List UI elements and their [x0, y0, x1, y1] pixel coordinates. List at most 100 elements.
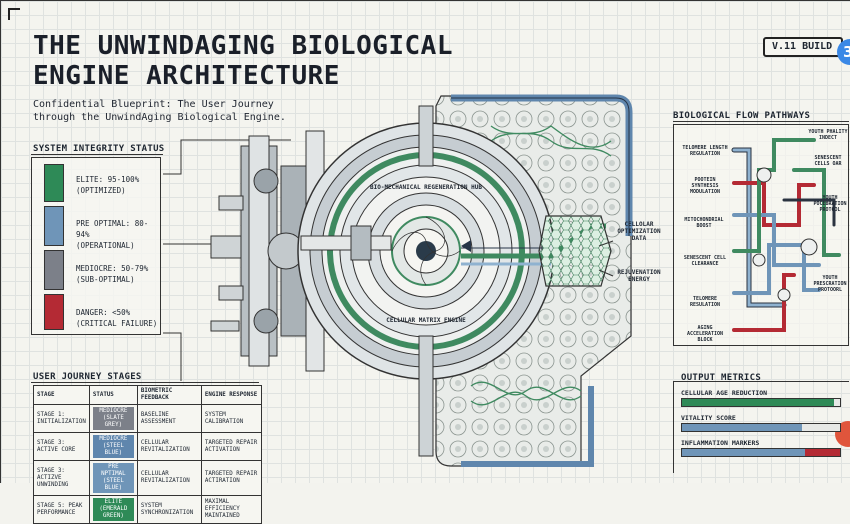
flow-label-right: SENESCENT CELLS OAR [814, 155, 842, 167]
flow-label-left: TELOMERE LENGTH REGULATION [682, 145, 728, 157]
level-swatch-elite [44, 164, 64, 202]
response-cell: SYSTEM CALIBRATION [200, 404, 262, 433]
level-swatch-pre-optimal [44, 206, 64, 246]
status-cell: MEDIOCRE (SLATE GREY) [88, 404, 138, 433]
column-header: BIOMETRIC FEEDBACK [136, 385, 202, 405]
flow-label-left: TELOMERE RESULATION [689, 296, 721, 308]
page-subtitle: Confidential Blueprint: The User Journey… [33, 98, 286, 124]
stage-cell: STAGE 1: INITIALIZATION [33, 404, 90, 433]
integrity-heading: SYSTEM INTEGRITY STATUS [33, 144, 165, 154]
page-title: THE UNWINDAGING BIOLOGICAL ENGINE ARCHIT… [33, 31, 453, 91]
response-cell: TARGETED REPAIR ACTIVATION [200, 432, 262, 461]
level-range: MEDIOCRE: 50-79% [76, 264, 149, 273]
metric-fill [682, 449, 840, 456]
level-state: (SUB-OPTIMAL) [76, 275, 135, 284]
level-swatch-mediocre [44, 250, 64, 290]
flow-label-left: MITOCHONDRIAL BOOST [684, 217, 724, 229]
level-label-danger: DANGER: <50% (CRITICAL FAILURE) [76, 307, 157, 329]
feedback-cell: CELLULAR REVITALIZATION [136, 432, 202, 461]
integrity-panel: ELITE: 95-100% (OPTIMIZED) PRE OPTIMAL: … [31, 157, 161, 335]
metric-fill [682, 424, 803, 431]
callout-line: DATA [631, 235, 647, 242]
dna-strands [470, 125, 612, 406]
callout-arrows [598, 240, 614, 277]
level-label-elite: ELITE: 95-100% (OPTIMIZED) [76, 174, 139, 196]
energy-conduit [461, 215, 612, 287]
divider [31, 382, 259, 383]
stage-cell: STAGE 5: PEAK PERFORMANCE [33, 495, 90, 524]
metric-bar [681, 448, 841, 457]
level-label-pre-optimal: PRE OPTIMAL: 80-94% (OPERATIONAL) [76, 218, 160, 251]
drive-shafts [300, 105, 434, 457]
stage-cell: STAGE 3: ACTIZVE UNWINDING [33, 460, 90, 496]
feedback-cell: BASELINE ASSESSMENT [136, 404, 202, 433]
divider [31, 154, 163, 155]
stage-cell: STAGE 3: ACTIVE CORE [33, 432, 90, 461]
title-line-1: THE UNWINDAGING BIOLOGICAL [33, 31, 453, 61]
title-line-2: ENGINE ARCHITECTURE [33, 61, 340, 91]
flow-panel: TELOMERE LENGTH REGULATION POOTEIN SYNTH… [673, 124, 849, 346]
level-range: PRE OPTIMAL: 80-94% [76, 219, 149, 239]
metrics-heading: OUTPUT METRICS [681, 373, 762, 383]
level-state: (CRITICAL FAILURE) [76, 319, 158, 328]
metric-bar [681, 423, 841, 432]
subtitle-line-1: Confidential Blueprint: The User Journey [33, 99, 274, 110]
gear-assembly [210, 130, 347, 372]
build-badge[interactable]: V.11 BUILD [763, 37, 843, 57]
status-cell: MEDIOCRE (STEEL BLUE) [88, 432, 138, 461]
response-cell: MAXIMAL EFFICIENCY MAINTAINED [200, 495, 262, 524]
flow-label-left: POOTEIN SYNTHESIS MODULATION [689, 177, 721, 195]
table-header-row: STAGE STATUS BIOMETRIC FEEDBACK ENGINE R… [33, 385, 262, 405]
status-cell: ELITE (EMERALD GREEN) [88, 495, 138, 524]
level-label-mediocre: MEDIOCRE: 50-79% (SUB-OPTIMAL) [76, 263, 148, 285]
metric-label: VITALITY SCORE [681, 414, 736, 422]
subtitle-line-2: through the UnwindAging Biological Engin… [33, 112, 286, 123]
stages-heading: USER JOURNEY STAGES [33, 372, 142, 382]
level-range: ELITE: 95-100% [76, 175, 140, 184]
column-header: STAGE [33, 385, 90, 405]
flow-label-right: YOUTH PHALITY INDECT [808, 129, 848, 141]
status-badge: PRE NPTIMAL (STEEL BLUE) [92, 463, 134, 493]
engine-diagram: BIO-MECHANICAL REGENERATION HUB CELLULAR… [163, 94, 633, 467]
level-swatch-danger [44, 294, 64, 330]
callout-optimization-data: CELLOLAR OPTIMIZATION DATA [611, 221, 667, 242]
response-cell: TARGETED REPAIR ACTIRATION [200, 460, 262, 496]
stages-table: STAGE STATUS BIOMETRIC FEEDBACK ENGINE R… [33, 385, 262, 524]
divider [673, 121, 849, 122]
flow-label-left: SENESCENT CELL CLEARANCE [683, 255, 727, 267]
flow-label-left: AGING ACCELERATION BLOCK [686, 325, 724, 343]
callout-line: OPTIMIZATION [617, 228, 661, 235]
table-row: STAGE 1: INITIALIZATION MEDIOCRE (SLATE … [33, 404, 262, 433]
status-badge: MEDIOCRE (STEEL BLUE) [92, 435, 134, 458]
metric-bar [681, 398, 841, 407]
notification-badge[interactable]: 3 [837, 39, 850, 65]
metric-label: CELLULAR AGE REDUCTION [681, 389, 768, 397]
metric-fill [682, 399, 834, 406]
level-state: (OPTIMIZED) [76, 186, 126, 195]
metrics-frame [673, 381, 849, 473]
table-row: STAGE 5: PEAK PERFORMANCE ELITE (EMERALD… [33, 495, 262, 524]
regeneration-hub: BIO-MECHANICAL REGENERATION HUB CELLULAR… [297, 122, 555, 380]
status-badge: ELITE (EMERALD GREEN) [92, 498, 134, 521]
callout-line: CELLOLAR [624, 221, 654, 228]
flow-label-right: YOUTH PRESCRATION PROTOORL [813, 275, 847, 293]
level-state: (OPERATIONAL) [76, 241, 135, 250]
flow-diagram [731, 138, 841, 332]
hub-label-top: BIO-MECHANICAL REGENERATION HUB [370, 184, 482, 191]
corner-mark [8, 8, 20, 20]
callout-line: ENERGY [628, 276, 650, 283]
status-badge: MEDIOCRE (SLATE GREY) [92, 407, 134, 430]
flow-label-right: YOUTH POCEBRATION PROTOOL [813, 195, 847, 213]
callout-line: REJUVENATION [617, 269, 661, 276]
callout-rejuvenation-energy: REJUVENATION ENERGY [611, 269, 667, 283]
hub-label-bottom: CELLULAR MATRIX ENGINE [386, 317, 466, 324]
table-row: STAGE 3: ACTIVE CORE MEDIOCRE (STEEL BLU… [33, 432, 262, 461]
level-range: DANGER: <50% [76, 308, 131, 317]
status-cell: PRE NPTIMAL (STEEL BLUE) [88, 460, 138, 496]
feedback-cell: CELLULAR REVITALIZATION [136, 460, 202, 496]
feedback-cell: SYSTEM SYNCHRONIZATION [136, 495, 202, 524]
flow-heading: BIOLOGICAL FLOW PATHWAYS [673, 111, 811, 121]
metric-label: INFLAMMATION MARKERS [681, 439, 760, 447]
column-header: STATUS [88, 385, 138, 405]
